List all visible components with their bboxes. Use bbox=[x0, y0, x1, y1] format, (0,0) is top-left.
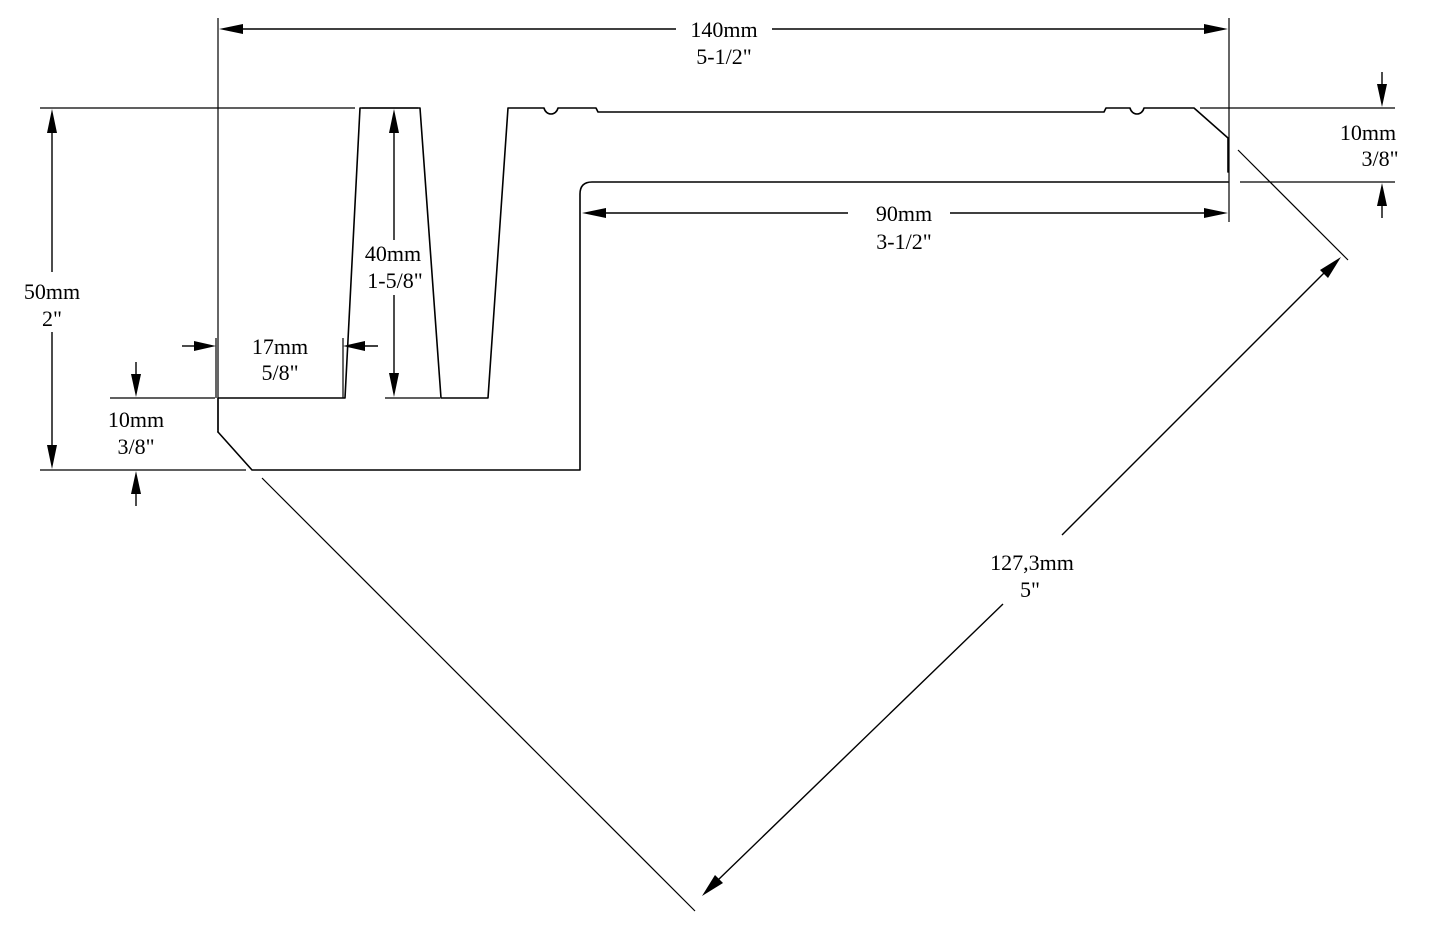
arrow-flange-bottom bbox=[1377, 183, 1387, 206]
label-offset-metric: 17mm bbox=[252, 334, 308, 359]
arrow-offset-left bbox=[194, 341, 216, 351]
label-chamfer-imperial: 3/8" bbox=[117, 434, 154, 459]
arrow-diagonal-top bbox=[1320, 257, 1341, 278]
profile-outline bbox=[217, 107, 1229, 433]
label-chamfer-metric: 10mm bbox=[108, 407, 164, 432]
label-flange-metric: 10mm bbox=[1340, 120, 1396, 145]
arrow-height-bottom bbox=[47, 445, 57, 469]
label-offset-imperial: 5/8" bbox=[261, 360, 298, 385]
arrow-overall-width-right bbox=[1204, 24, 1228, 34]
dim-line-diagonal-upper bbox=[1061, 271, 1326, 536]
label-overall-width-metric: 140mm bbox=[690, 17, 757, 42]
label-inner-width-metric: 90mm bbox=[876, 201, 932, 226]
label-height-metric: 50mm bbox=[24, 279, 80, 304]
arrow-flange-top bbox=[1377, 84, 1387, 107]
arrow-inner-width-left bbox=[582, 208, 606, 218]
arrow-height-top bbox=[47, 109, 57, 133]
extension-line-diagonal-bottom bbox=[261, 477, 696, 912]
arrow-channel-depth-bottom bbox=[389, 373, 399, 397]
label-inner-width-imperial: 3-1/2" bbox=[876, 229, 931, 254]
arrow-channel-depth-top bbox=[389, 109, 399, 133]
label-diagonal-imperial: 5" bbox=[1020, 577, 1040, 602]
dim-line-diagonal-lower bbox=[717, 603, 1004, 881]
label-flange-imperial: 3/8" bbox=[1361, 146, 1398, 171]
arrow-offset-right bbox=[343, 341, 365, 351]
label-overall-width-imperial: 5-1/2" bbox=[696, 44, 751, 69]
arrow-chamfer-bottom bbox=[131, 471, 141, 494]
arrow-chamfer-top bbox=[131, 374, 141, 397]
extension-line-diagonal-top bbox=[1237, 149, 1349, 261]
label-channel-depth-metric: 40mm bbox=[365, 241, 421, 266]
label-height-imperial: 2" bbox=[42, 306, 62, 331]
label-diagonal-metric: 127,3mm bbox=[990, 550, 1074, 575]
arrow-inner-width-right bbox=[1204, 208, 1228, 218]
arrow-diagonal-bottom bbox=[702, 875, 723, 896]
arrow-overall-width-left bbox=[219, 24, 243, 34]
label-channel-depth-imperial: 1-5/8" bbox=[367, 268, 422, 293]
profile-outline-inner bbox=[217, 181, 1229, 471]
